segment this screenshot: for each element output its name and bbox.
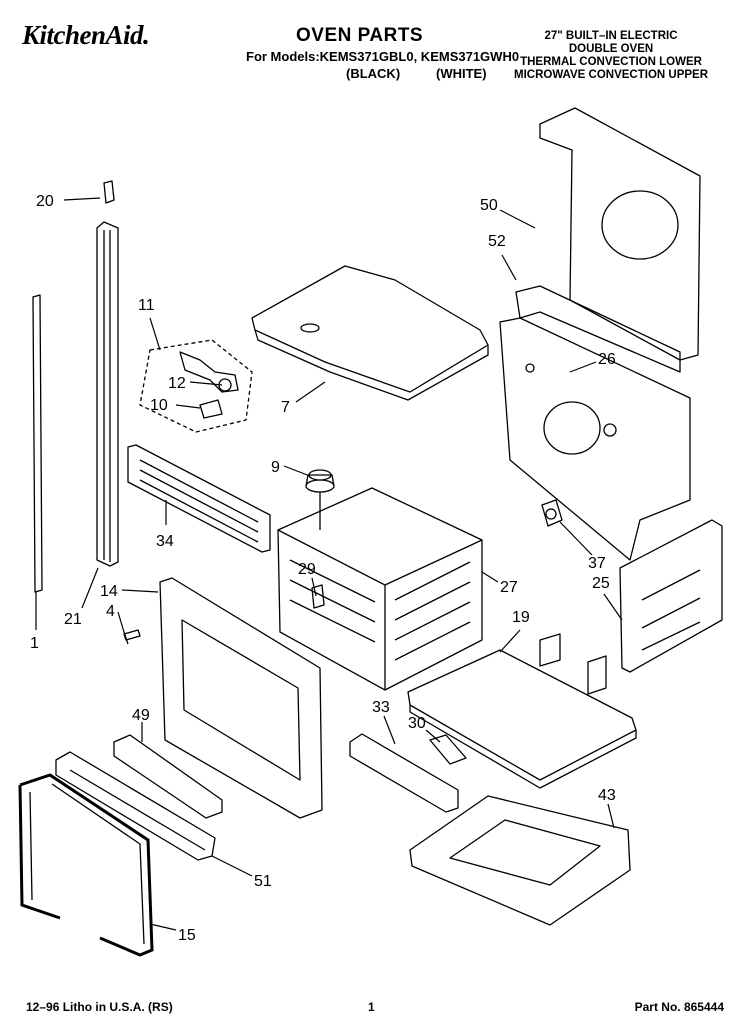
callout-20: 20 (36, 193, 54, 210)
part-number: Part No. 865444 (634, 1000, 724, 1014)
callout-19: 19 (512, 609, 530, 626)
page-number: 1 (368, 1000, 375, 1014)
part-14-door-frame (159, 577, 323, 819)
part-25-side-panel (619, 519, 723, 673)
description-line: THERMAL CONVECTION LOWER (520, 56, 702, 68)
callout-7: 7 (281, 399, 290, 416)
part-20-clip (103, 180, 115, 204)
part-21-side-trim (96, 221, 119, 567)
leader-lines (35, 197, 623, 931)
callout-10: 10 (150, 397, 168, 414)
part-27-oven-cavity (277, 487, 483, 691)
print-info: 12–96 Litho in U.S.A. (RS) (26, 1000, 173, 1014)
color-white-label: (WHITE) (436, 66, 487, 81)
part-15-door-gasket (18, 773, 154, 957)
part-37-sensor (541, 499, 563, 527)
part-29-bracket (311, 584, 325, 609)
callout-43: 43 (598, 787, 616, 804)
callout-30: 30 (408, 715, 426, 732)
page-title: OVEN PARTS (296, 25, 424, 46)
part-43-drip-pan (409, 795, 631, 926)
part-9-fan-motor (305, 469, 335, 530)
callout-26: 26 (598, 351, 616, 368)
callout-27: 27 (500, 579, 518, 596)
color-black-label: (BLACK) (346, 66, 401, 81)
callout-34: 34 (156, 533, 174, 550)
part-1-seal-strip (32, 294, 43, 593)
callout-25: 25 (592, 575, 610, 592)
callout-14: 14 (100, 583, 118, 600)
description-line: 27" BUILT–IN ELECTRIC (544, 30, 678, 42)
callout-11: 11 (138, 297, 155, 314)
callout-51: 51 (254, 873, 272, 890)
callout-37: 37 (588, 555, 606, 572)
appliance-description: 27" BUILT–IN ELECTRIC DOUBLE OVEN THERMA… (496, 30, 726, 82)
callout-numbers: 20 11 12 10 7 9 34 14 4 21 1 29 27 49 33… (30, 193, 616, 944)
part-26-rear-panel (499, 317, 691, 561)
part-49-trim (113, 734, 223, 819)
callout-9: 9 (271, 459, 280, 476)
part-11-switch-assembly (139, 339, 253, 433)
part-33-rail (349, 733, 459, 813)
callout-33: 33 (372, 699, 390, 716)
part-7-top-panel (251, 265, 489, 401)
description-line: MICROWAVE CONVECTION UPPER (513, 69, 709, 81)
brand-logo: KitchenAid. (22, 20, 150, 50)
description-line: DOUBLE OVEN (568, 43, 654, 55)
callout-4: 4 (106, 603, 115, 620)
callout-21: 21 (64, 611, 82, 628)
model-numbers: For Models:KEMS371GBL0, KEMS371GWH0 (246, 49, 520, 64)
callout-29: 29 (298, 561, 316, 578)
callout-1: 1 (30, 635, 39, 652)
part-30-clip (429, 734, 467, 765)
callout-12: 12 (168, 375, 186, 392)
part-51-bottom-trim (55, 751, 216, 861)
part-34-vent-panel (127, 444, 271, 553)
callout-52: 52 (488, 233, 506, 250)
callout-15: 15 (178, 927, 196, 944)
callout-50: 50 (480, 197, 498, 214)
callout-49: 49 (132, 707, 150, 724)
part-19-bottom-panel (407, 633, 637, 789)
part-4-screw (123, 629, 141, 645)
